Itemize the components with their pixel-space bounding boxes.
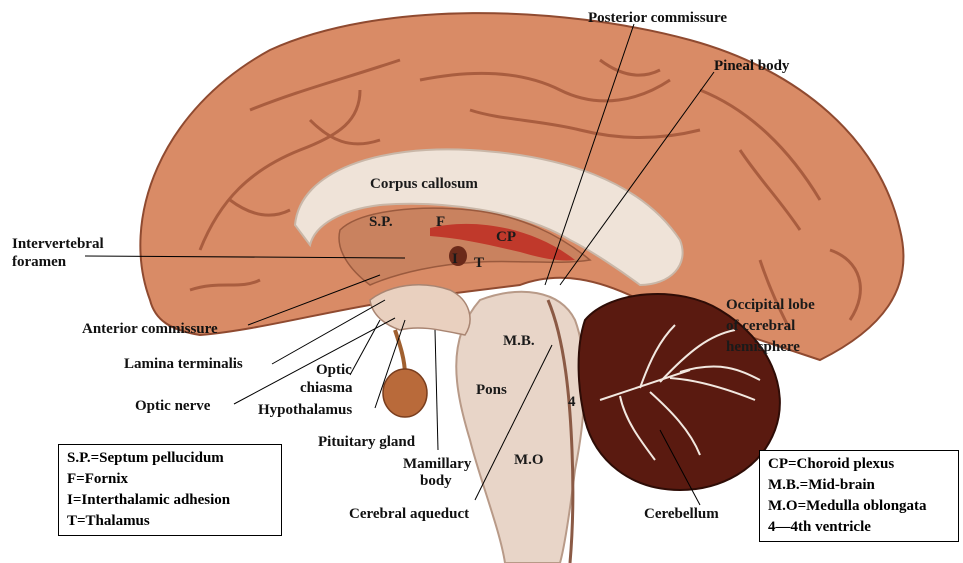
label-optic-nerve: Optic nerve [135,398,211,414]
label-intervertebral-foramen-1: Intervertebral [12,236,104,252]
legend-left-item: T=Thalamus [67,511,273,532]
label-pituitary-gland: Pituitary gland [318,434,416,450]
label-occipital-1: Occipital lobe [726,297,815,313]
label-mamillary-2: body [420,473,452,489]
legend-right-item: 4—4th ventricle [768,517,950,538]
label-occipital-2: of cerebral [726,318,795,334]
legend-right-item: M.B.=Mid-brain [768,475,950,496]
label-occipital-3: hemisphere [726,339,800,355]
label-sp: S.P. [369,214,393,230]
label-lamina-terminalis: Lamina terminalis [124,356,243,372]
legend-left-item: I=Interthalamic adhesion [67,490,273,511]
label-f: F [436,214,445,230]
legend-right: CP=Choroid plexus M.B.=Mid-brain M.O=Med… [759,450,959,542]
legend-left-item: F=Fornix [67,469,273,490]
hypothalamus-region [370,285,470,335]
label-pineal-body: Pineal body [714,58,790,74]
label-4th-ventricle: 4 [568,394,576,410]
legend-left-item: S.P.=Septum pellucidum [67,448,273,469]
label-cerebral-aqueduct: Cerebral aqueduct [349,506,469,522]
label-cp: CP [496,229,516,245]
legend-left: S.P.=Septum pellucidum F=Fornix I=Intert… [58,444,282,536]
label-optic-chiasma-2: chiasma [300,380,353,396]
label-intervertebral-foramen-2: foramen [12,254,67,270]
label-t: T [474,255,484,271]
label-mo: M.O [514,452,544,468]
pituitary-gland [383,369,427,417]
label-optic-chiasma-1: Optic [316,362,352,378]
pituitary-stalk [395,330,405,375]
label-anterior-commissure: Anterior commissure [82,321,218,337]
label-pons: Pons [476,382,507,398]
label-hypothalamus: Hypothalamus [258,402,352,418]
label-corpus-callosum: Corpus callosum [370,176,478,192]
label-cerebellum: Cerebellum [644,506,719,522]
label-mamillary-1: Mamillary [403,456,472,472]
legend-right-item: M.O=Medulla oblongata [768,496,950,517]
legend-right-item: CP=Choroid plexus [768,454,950,475]
label-mb: M.B. [503,333,535,349]
label-i: I [452,251,458,267]
label-posterior-commissure: Posterior commissure [588,10,727,26]
